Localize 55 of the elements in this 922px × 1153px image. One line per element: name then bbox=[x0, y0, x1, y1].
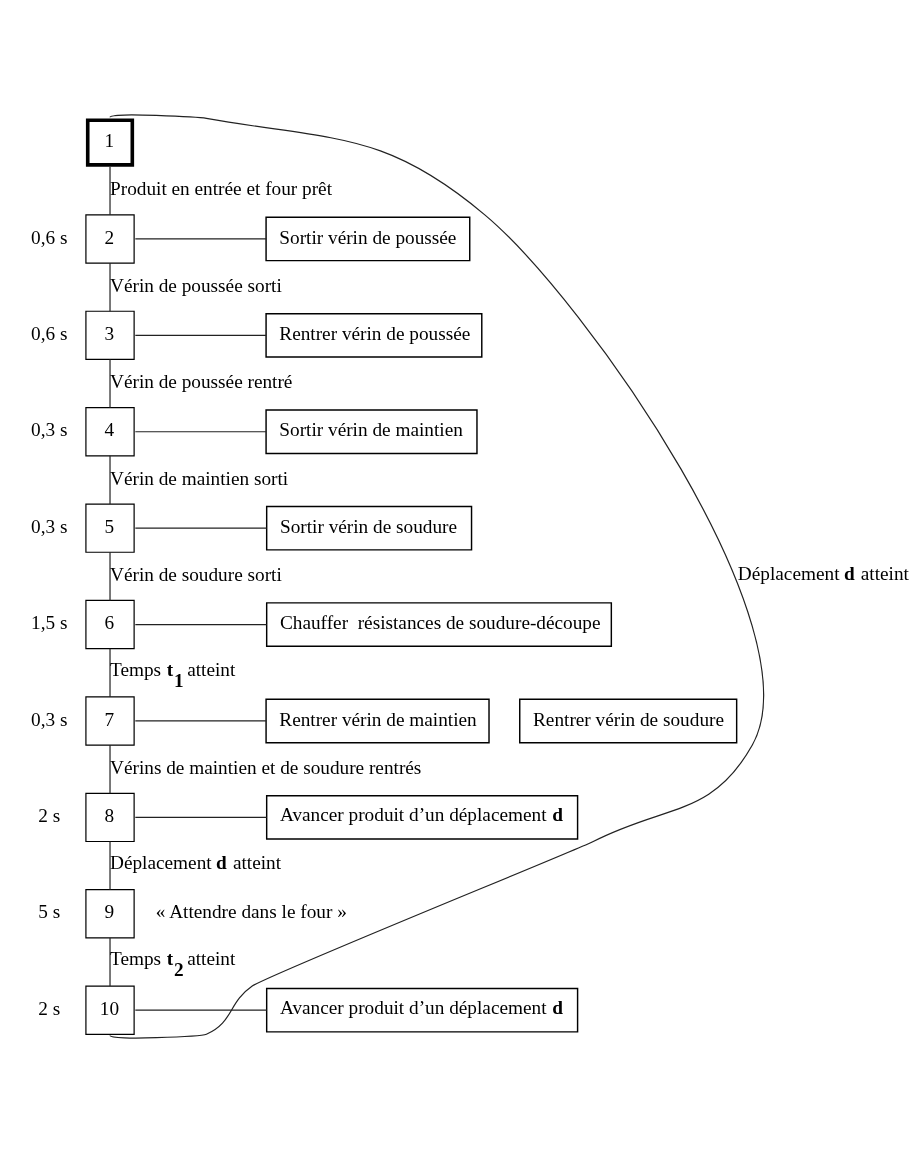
edge-label: Vérins de maintien et de soudure rentrés bbox=[110, 756, 422, 778]
connector bbox=[109, 937, 111, 987]
node-box: 6 bbox=[85, 599, 135, 650]
connector bbox=[134, 527, 268, 529]
node-box: 10 bbox=[85, 985, 135, 1035]
edge-label: Déplacement d atteint bbox=[110, 851, 282, 873]
connector bbox=[109, 744, 111, 794]
node-box: Chauffer résistances de soudure-découpe bbox=[265, 602, 613, 647]
node-label: 0,6 s bbox=[31, 226, 68, 248]
node-box: Avancer produit d’un déplacement d bbox=[265, 987, 579, 1033]
node-label: 0,6 s bbox=[31, 322, 68, 344]
connector bbox=[109, 840, 111, 891]
connector bbox=[109, 551, 111, 602]
connector bbox=[109, 114, 764, 1039]
node-box: 3 bbox=[85, 310, 135, 361]
node-label: 2 s bbox=[38, 804, 61, 826]
node-label: 2 s bbox=[38, 997, 61, 1019]
node-label: 1,5 s bbox=[31, 612, 68, 634]
node-box: Sortir vérin de maintien bbox=[265, 409, 478, 455]
connector bbox=[134, 623, 268, 626]
node-box: 1 bbox=[85, 118, 135, 167]
connector bbox=[134, 334, 267, 336]
connector bbox=[134, 1009, 268, 1011]
node-box: 8 bbox=[85, 792, 135, 843]
connector bbox=[134, 431, 267, 433]
edge-label: Vérin de soudure sorti bbox=[110, 563, 282, 585]
edge-label: Vérin de poussée rentré bbox=[110, 371, 293, 393]
node-box: 5 bbox=[85, 503, 135, 553]
edge-label: Vérin de poussée sorti bbox=[110, 274, 282, 296]
connector bbox=[109, 455, 111, 505]
edge-label: Déplacement d atteint bbox=[737, 562, 909, 584]
node-label: 5 s bbox=[38, 901, 61, 923]
edge-label: Vérin de maintien sorti bbox=[110, 467, 289, 489]
node-label: 0,3 s bbox=[31, 419, 68, 441]
connector bbox=[109, 358, 111, 409]
node-box: Avancer produit d’un déplacement d bbox=[265, 794, 579, 840]
node-label: 0,3 s bbox=[31, 515, 68, 537]
node-box: 4 bbox=[85, 407, 135, 457]
node-label: 0,3 s bbox=[31, 708, 68, 730]
node-label: « Attendre dans le four » bbox=[155, 901, 347, 923]
node-box: Rentrer vérin de poussée bbox=[265, 312, 483, 358]
connector bbox=[134, 816, 268, 818]
node-box: 9 bbox=[85, 889, 135, 939]
node-box: Rentrer vérin de maintien bbox=[265, 698, 490, 744]
node-box: Sortir vérin de poussée bbox=[265, 216, 471, 262]
node-box: 7 bbox=[85, 696, 135, 746]
node-box: Sortir vérin de soudure bbox=[265, 505, 473, 551]
connector bbox=[109, 262, 111, 312]
connector bbox=[134, 720, 267, 722]
connector bbox=[109, 166, 111, 216]
connector bbox=[134, 238, 267, 240]
edge-label: Produit en entrée et four prêt bbox=[110, 178, 333, 200]
node-box: 2 bbox=[85, 214, 135, 264]
node-box: Rentrer vérin de soudure bbox=[519, 698, 738, 744]
connector bbox=[109, 648, 111, 698]
